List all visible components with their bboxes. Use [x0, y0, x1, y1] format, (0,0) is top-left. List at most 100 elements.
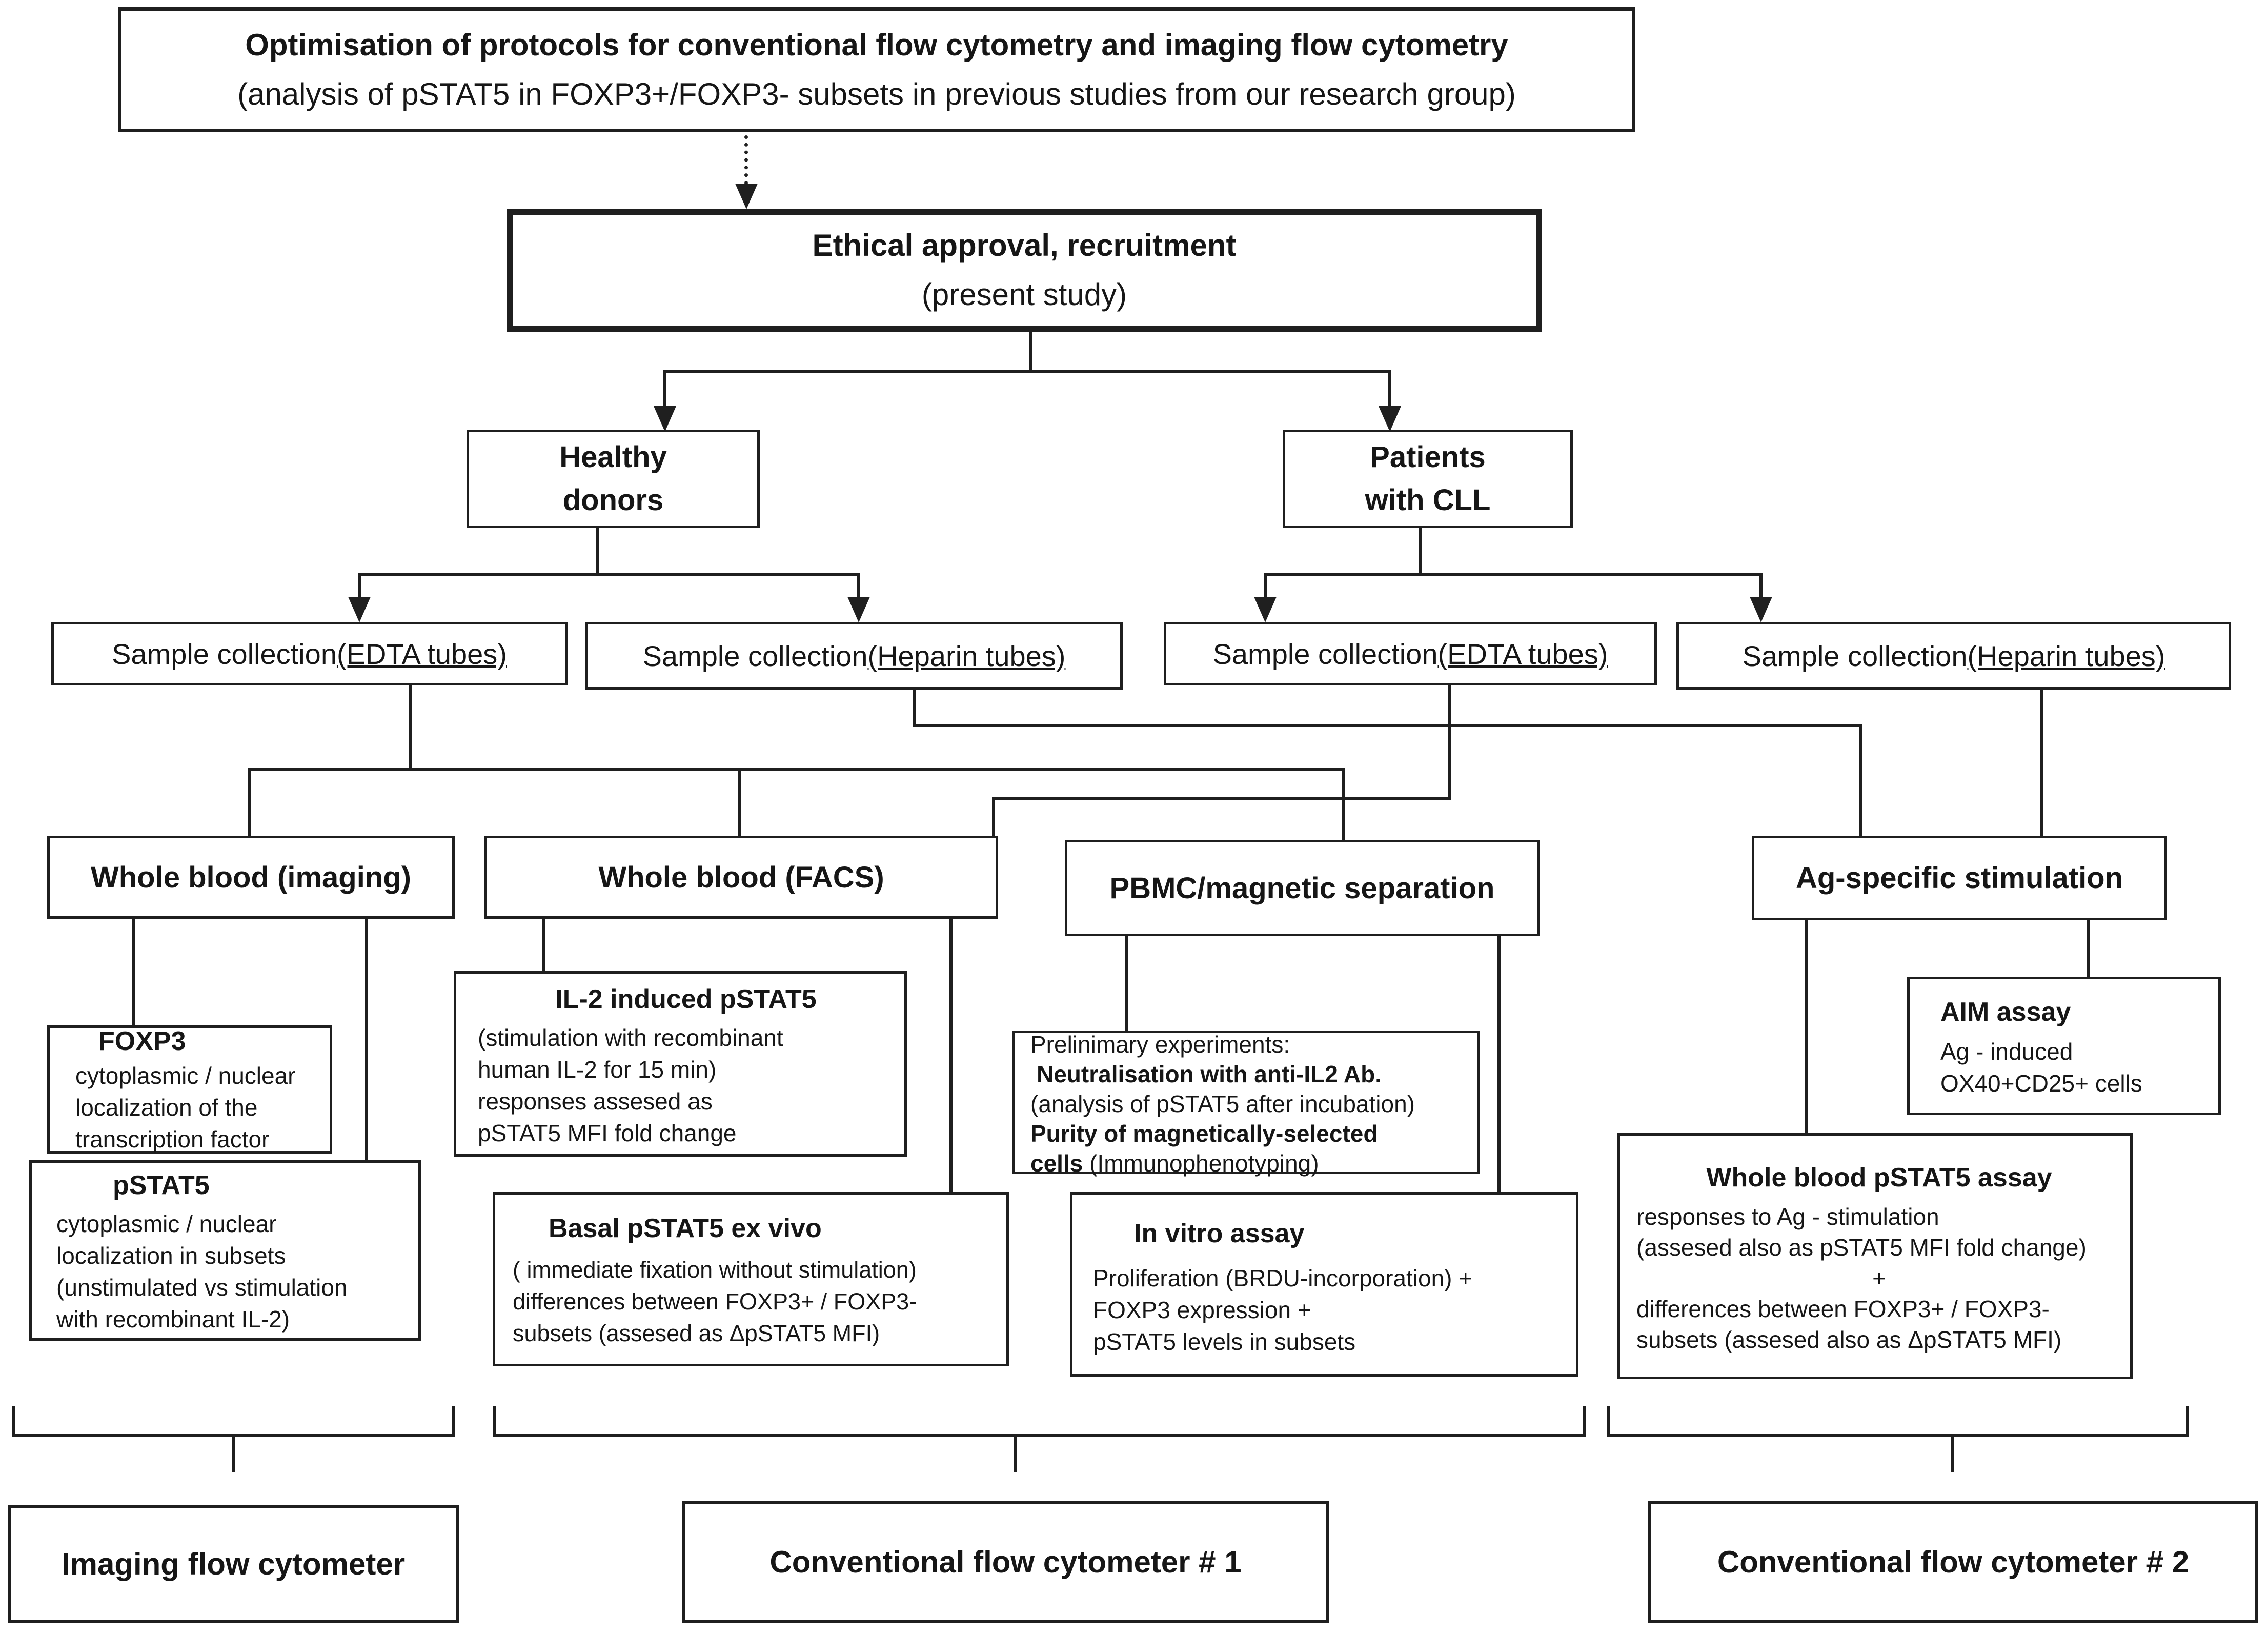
connector: [132, 918, 135, 1027]
bracket: [1607, 1434, 2189, 1437]
node-preliminary-experiments: Prelinimary experiments: Neutralisation …: [1012, 1031, 1480, 1177]
connector: [1264, 573, 1267, 599]
node-conventional-flow-cytometer-2: Conventional flow cytometer # 2: [1648, 1501, 2258, 1623]
box-body: (stimulation with recombinant human IL-2…: [478, 1024, 783, 1146]
node-whole-blood-facs: Whole blood (FACS): [484, 836, 998, 919]
connector: [250, 768, 1345, 771]
prelim-line: (analysis of pSTAT5 after incubation): [1030, 1091, 1415, 1117]
connector: [994, 797, 1451, 800]
sample-label: Sample collection: [1742, 639, 1968, 672]
node-patients-cll-label: Patients with CLL: [1365, 440, 1491, 517]
node-ag-specific-stimulation: Ag-specific stimulation: [1752, 836, 2167, 920]
connector: [359, 573, 860, 576]
connector: [1759, 573, 1763, 599]
connector: [409, 685, 412, 771]
connector: [663, 370, 666, 409]
node-healthy-donors: Healthy donors: [467, 430, 760, 528]
connector: [1859, 724, 1862, 838]
connector: [1388, 370, 1391, 409]
arrow-down-icon: [1750, 597, 1772, 622]
node-optimisation-title: Optimisation of protocols for convention…: [245, 28, 1508, 62]
arrow-down-icon: [348, 597, 371, 622]
connector: [1029, 331, 1032, 373]
connector: [1497, 935, 1501, 1194]
node-il2-induced-pstat5: IL-2 induced pSTAT5 (stimulation with re…: [454, 971, 907, 1157]
box-title: AIM assay: [1940, 997, 2071, 1027]
connector: [992, 797, 995, 838]
instrument-label: Conventional flow cytometer # 2: [1717, 1545, 2190, 1579]
box-body: ( immediate fixation without stimulation…: [513, 1257, 917, 1346]
instrument-label: Imaging flow cytometer: [61, 1546, 406, 1581]
connector: [248, 768, 251, 838]
node-patients-cll: Patients with CLL: [1283, 430, 1573, 528]
node-optimisation: Optimisation of protocols for convention…: [118, 7, 1635, 132]
box-line: subsets (assesed also as ΔpSTAT5 MFI): [1636, 1326, 2062, 1353]
bracket-end: [493, 1406, 496, 1434]
tube-type-label: (EDTA tubes): [1437, 637, 1608, 670]
connector: [1448, 685, 1451, 800]
box-line: (assesed also as pSTAT5 MFI fold change): [1636, 1234, 2087, 1261]
box-line: +: [1872, 1265, 1886, 1291]
arrow-down-icon: [654, 406, 676, 432]
node-sample-edta-cll: Sample collection (EDTA tubes): [1164, 622, 1657, 685]
box-title: Basal pSTAT5 ex vivo: [549, 1214, 822, 1243]
instrument-label: Conventional flow cytometer # 1: [769, 1545, 1242, 1579]
node-basal-pstat5: Basal pSTAT5 ex vivo ( immediate fixatio…: [493, 1192, 1009, 1366]
box-body: Ag - induced OX40+CD25+ cells: [1940, 1038, 2142, 1097]
node-in-vitro-assay: In vitro assay Proliferation (BRDU-incor…: [1070, 1192, 1578, 1377]
connector: [1419, 527, 1422, 576]
connector: [2040, 690, 2043, 838]
node-healthy-donors-label: Healthy donors: [559, 440, 667, 517]
node-pstat5: pSTAT5 cytoplasmic / nuclear localizatio…: [29, 1160, 421, 1341]
node-conventional-flow-cytometer-1: Conventional flow cytometer # 1: [682, 1501, 1329, 1623]
arrow-down-icon: [1254, 597, 1277, 622]
box-title: pSTAT5: [113, 1170, 210, 1200]
node-sample-heparin-cll: Sample collection (Heparin tubes): [1676, 622, 2231, 690]
bracket-end: [12, 1406, 15, 1434]
node-whole-blood-pstat5-assay: Whole blood pSTAT5 assay responses to Ag…: [1617, 1133, 2133, 1379]
connector: [1125, 935, 1128, 1032]
header-label: PBMC/magnetic separation: [1109, 871, 1495, 905]
bracket: [493, 1434, 1586, 1437]
prelim-line: Neutralisation with anti-IL2 Ab.: [1037, 1061, 1382, 1087]
connector: [596, 527, 599, 576]
connector: [2087, 919, 2090, 978]
connector: [913, 690, 916, 727]
connector: [949, 918, 953, 1194]
connector: [1342, 768, 1345, 842]
prelim-line: Purity of magnetically-selected: [1030, 1120, 1378, 1147]
box-body: cytoplasmic / nuclear localization in su…: [56, 1210, 348, 1333]
bracket-end: [2186, 1406, 2189, 1434]
box-title: In vitro assay: [1134, 1219, 1305, 1248]
bracket-end: [452, 1406, 455, 1434]
sample-label: Sample collection: [112, 637, 337, 670]
prelim-line-reg: (Immunophenotyping): [1089, 1150, 1319, 1177]
connector: [665, 370, 1391, 373]
box-title: IL-2 induced pSTAT5: [555, 984, 817, 1014]
connector: [1265, 573, 1763, 576]
box-body: cytoplasmic / nuclear localization of th…: [75, 1062, 296, 1153]
node-imaging-flow-cytometer: Imaging flow cytometer: [8, 1505, 459, 1623]
node-aim-assay: AIM assay Ag - induced OX40+CD25+ cells: [1907, 977, 2221, 1115]
bracket-end: [1583, 1406, 1586, 1434]
tube-type-label: (EDTA tubes): [336, 637, 507, 670]
connector: [365, 918, 368, 1162]
box-title: FOXP3: [98, 1026, 186, 1056]
node-ethical: Ethical approval, recruitment (present s…: [507, 209, 1542, 332]
arrow-down-icon: [847, 597, 870, 622]
node-sample-edta-healthy: Sample collection (EDTA tubes): [51, 622, 568, 685]
box-line: differences between FOXP3+ / FOXP3-: [1636, 1296, 2050, 1322]
sample-label: Sample collection: [1212, 637, 1438, 670]
header-label: Ag-specific stimulation: [1795, 861, 2123, 895]
prelim-line: Prelinimary experiments:: [1030, 1031, 1290, 1058]
bracket-tick: [232, 1434, 235, 1472]
node-sample-heparin-healthy: Sample collection (Heparin tubes): [585, 622, 1123, 690]
prelim-line: cells (Immunophenotyping): [1030, 1148, 1319, 1178]
connector: [738, 768, 741, 838]
box-line: responses to Ag - stimulation: [1636, 1203, 1939, 1230]
connector: [358, 573, 361, 599]
node-optimisation-subtitle: (analysis of pSTAT5 in FOXP3+/FOXP3- sub…: [237, 77, 1516, 111]
node-foxp3: FOXP3 cytoplasmic / nuclear localization…: [47, 1025, 332, 1154]
connector: [542, 918, 545, 973]
